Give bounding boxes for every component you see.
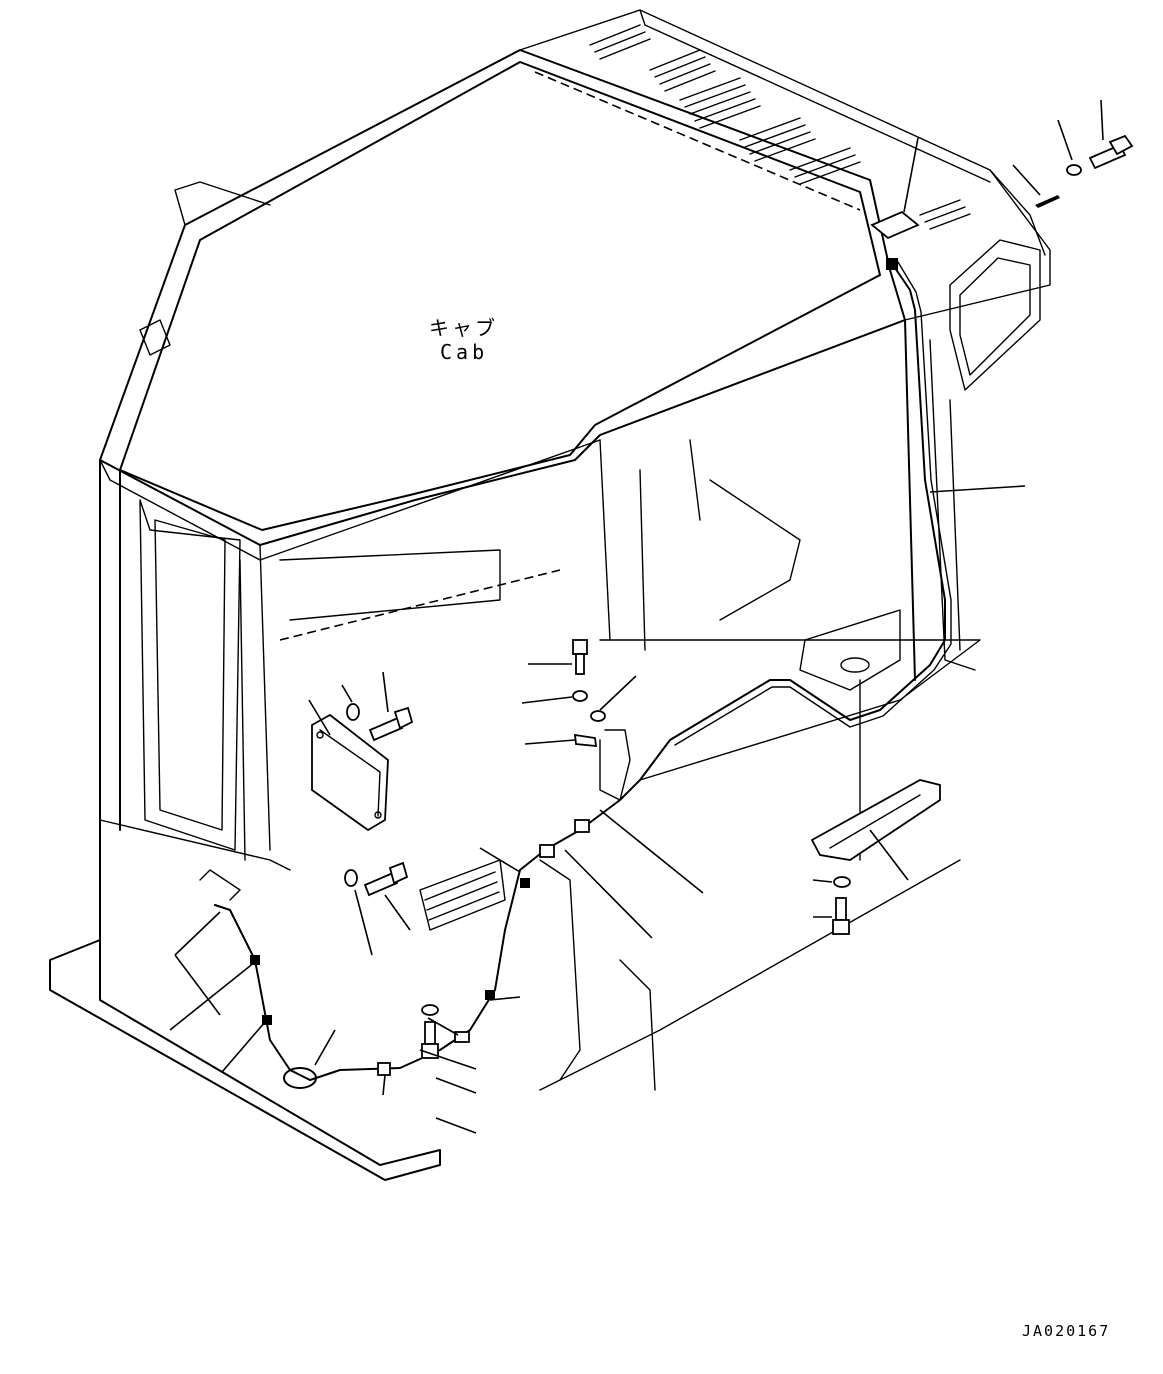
bolt-center [572, 639, 588, 675]
washer-middle-left [344, 869, 358, 887]
bolt-lower-right [832, 897, 850, 935]
controller-unit [311, 713, 389, 832]
bracket-plate [810, 779, 941, 861]
washer-lower-left [421, 1004, 439, 1016]
right-window-frame [904, 239, 1041, 681]
clip-center [573, 733, 598, 748]
cab-label-english: Cab [440, 340, 489, 364]
nut-center [590, 710, 606, 722]
roof-vents [589, 24, 971, 230]
cab-pillars [99, 439, 701, 1001]
callout-leaders [169, 99, 1104, 1134]
bolt-controller [368, 706, 414, 742]
pin-top-right [1035, 195, 1060, 208]
washer-lower-right [833, 876, 851, 888]
washer-controller [346, 703, 360, 721]
harness-clamps [250, 258, 898, 1076]
roof-cover-plate [870, 210, 920, 240]
bolt-top-right [1088, 134, 1134, 170]
bolt-middle-left [363, 861, 409, 897]
washer-top-right [1066, 164, 1082, 176]
cab-floor [49, 479, 981, 1181]
drawing-number: JA020167 [1022, 1322, 1111, 1340]
washer-center [572, 690, 588, 702]
cab-label-japanese: キャブ [429, 316, 498, 340]
